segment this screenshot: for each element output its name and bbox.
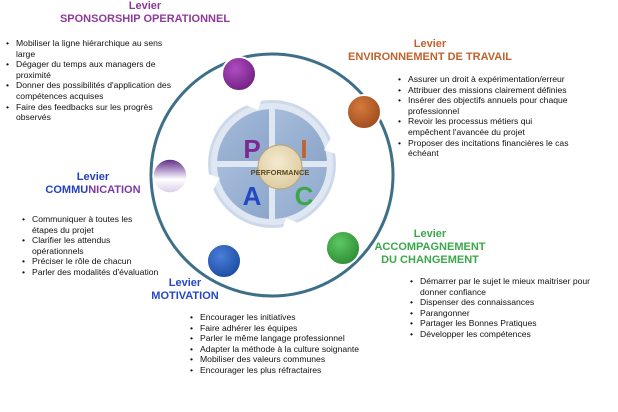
list-item: Proposer des incitations financières le … bbox=[396, 138, 576, 159]
lever-ball-accompagnement bbox=[325, 230, 361, 266]
letter-c: C bbox=[295, 181, 314, 211]
cycle-arrow-left-icon bbox=[208, 174, 220, 190]
letter-p: P bbox=[243, 134, 260, 164]
list-item: Parler des modalités d'évaluation bbox=[20, 267, 160, 278]
lever-title-motivation: Levier MOTIVATION bbox=[135, 277, 235, 303]
cycle-arrow-bottom-icon bbox=[282, 218, 298, 230]
list-item: Assurer un droit à expérimentation/erreu… bbox=[396, 74, 576, 85]
lever-name-line2: DU CHANGEMENT bbox=[381, 254, 479, 266]
outer-ring bbox=[149, 52, 395, 298]
accompagnement-list: Démarrer par le sujet le mieux maitriser… bbox=[408, 276, 604, 340]
lever-prefix: Levier bbox=[413, 38, 447, 50]
lever-name: SPONSORSHIP OPERATIONNEL bbox=[59, 13, 231, 25]
performance-label: PERFORMANCE bbox=[251, 168, 310, 177]
letter-i: I bbox=[300, 134, 307, 164]
list-item: Communiquer à toutes les étapes du proje… bbox=[20, 214, 160, 235]
lever-title-communication: Levier COMMUNICATION bbox=[30, 171, 156, 197]
lever-ball-communication bbox=[152, 158, 188, 194]
lever-title-accompagnement: Levier ACCOMPAGNEMENT DU CHANGEMENT bbox=[360, 228, 500, 267]
lever-title-environnement: Levier ENVIRONNEMENT DE TRAVAIL bbox=[330, 38, 530, 64]
list-item: Développer les compétences bbox=[408, 329, 604, 340]
list-item: Parler le même langage professionnel bbox=[188, 333, 388, 344]
list-item: Faire des feedbacks sur les progrès obse… bbox=[4, 102, 180, 123]
letter-a: A bbox=[243, 181, 262, 211]
list-item: Encourager les plus réfractaires bbox=[188, 365, 388, 376]
cycle-arrow-right-icon bbox=[324, 138, 336, 154]
communication-list: Communiquer à toutes les étapes du proje… bbox=[20, 214, 160, 278]
list-item: Partager les Bonnes Pratiques bbox=[408, 318, 604, 329]
lever-name: ENVIRONNEMENT DE TRAVAIL bbox=[348, 51, 512, 63]
list-item: Attribuer des missions clairement défini… bbox=[396, 85, 576, 96]
cycle-arrow-top-icon bbox=[246, 98, 262, 110]
lever-prefix: Levier bbox=[413, 228, 447, 240]
motivation-list: Encourager les initiatives Faire adhérer… bbox=[188, 312, 388, 376]
list-item: Démarrer par le sujet le mieux maitriser… bbox=[408, 276, 604, 297]
lever-title-sponsorship: Levier SPONSORSHIP OPERATIONNEL bbox=[30, 0, 260, 26]
lever-name-line1: ACCOMPAGNEMENT bbox=[374, 241, 486, 253]
list-item: Dispenser des connaissances bbox=[408, 297, 604, 308]
list-item: Dégager du temps aux managers de proximi… bbox=[4, 59, 180, 80]
lever-prefix: Levier bbox=[168, 277, 202, 289]
list-item: Adapter la méthode à la culture soignant… bbox=[188, 344, 388, 355]
list-item: Revoir les processus métiers qui empêche… bbox=[396, 116, 576, 137]
lever-ball-sponsorship bbox=[221, 56, 257, 92]
quadrant-top-left bbox=[210, 102, 275, 167]
lever-ball-motivation bbox=[206, 243, 242, 279]
lever-name: COMMUNICATION bbox=[30, 184, 156, 197]
lever-ball-environnement bbox=[346, 94, 382, 130]
sponsorship-list: Mobiliser la ligne hiérarchique au sens … bbox=[4, 38, 180, 123]
lever-prefix: Levier bbox=[128, 0, 162, 12]
quadrant-bottom-left bbox=[210, 161, 275, 226]
list-item: Clarifier les attendus opérationnels bbox=[20, 235, 160, 256]
list-item: Insérer des objectifs annuels pour chaqu… bbox=[396, 95, 576, 116]
list-item: Encourager les initiatives bbox=[188, 312, 388, 323]
list-item: Préciser le rôle de chacun bbox=[20, 256, 160, 267]
environnement-list: Assurer un droit à expérimentation/erreu… bbox=[396, 74, 576, 159]
performance-center bbox=[257, 144, 303, 190]
lever-name-part2: NICATION bbox=[88, 184, 141, 196]
list-item: Mobiliser la ligne hiérarchique au sens … bbox=[4, 38, 180, 59]
lever-prefix: Levier bbox=[76, 171, 110, 183]
list-item: Mobiliser des valeurs communes bbox=[188, 354, 388, 365]
list-item: Faire adhérer les équipes bbox=[188, 323, 388, 334]
list-item: Parangonner bbox=[408, 308, 604, 319]
lever-name-part1: COMMU bbox=[45, 184, 89, 196]
lever-name: MOTIVATION bbox=[151, 290, 219, 302]
list-item: Donner des possibilités d'application de… bbox=[4, 80, 180, 101]
